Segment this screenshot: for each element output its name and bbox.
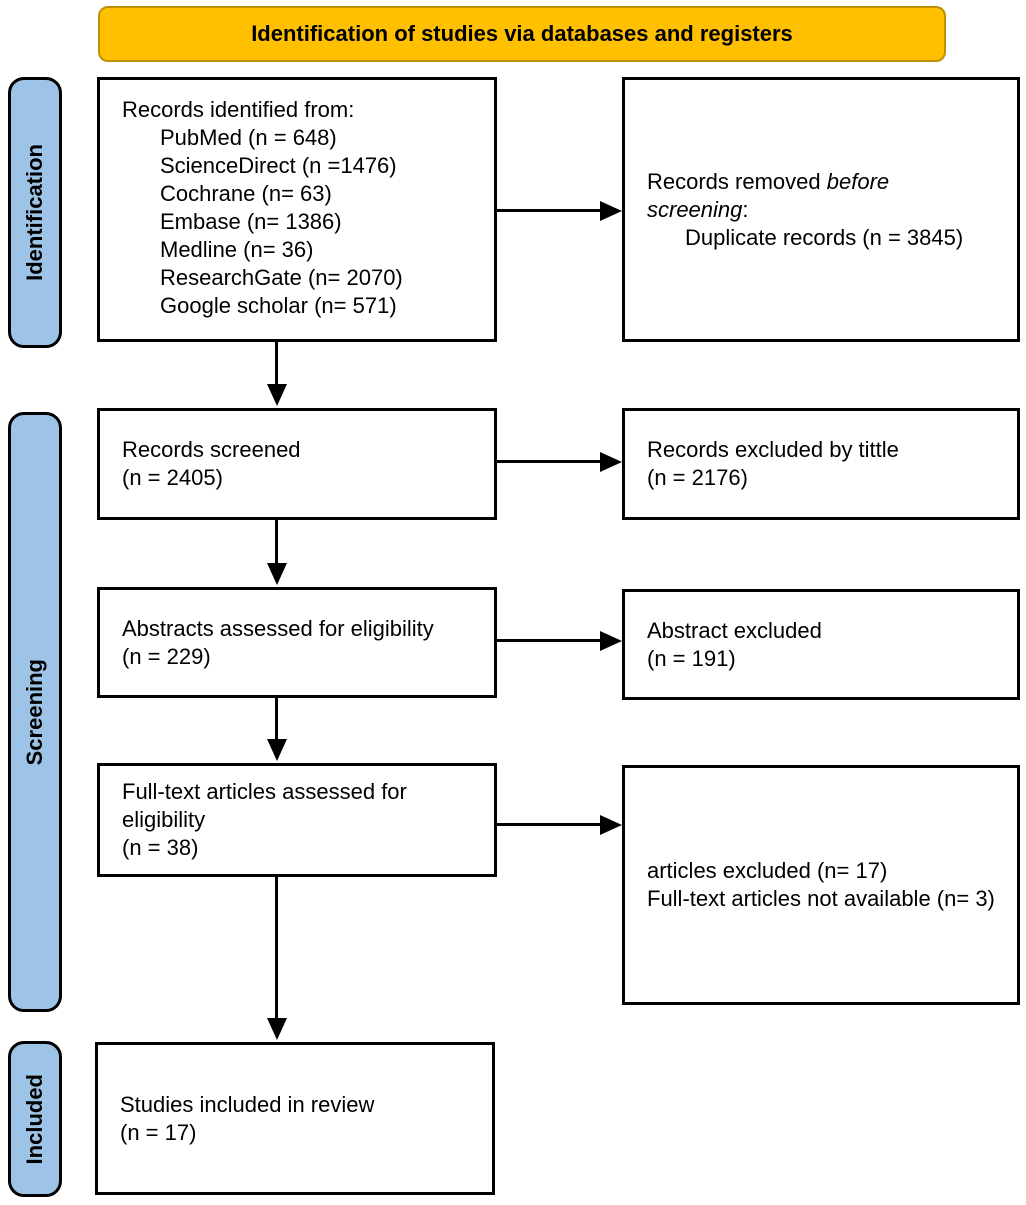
records-removed-italic2: screening xyxy=(647,196,743,222)
records-identified-item: ResearchGate (n= 2070) xyxy=(160,265,403,290)
arrow-shaft xyxy=(275,698,278,743)
records-identified-box: Records identified from: PubMed (n = 648… xyxy=(97,77,497,342)
arrow-shaft xyxy=(497,460,604,463)
records-identified-item: Google scholar (n= 571) xyxy=(160,293,397,318)
records-excluded-title-box: Records excluded by tittle (n = 2176) xyxy=(622,408,1020,520)
arrow-down-head-icon xyxy=(267,384,287,406)
abstract-excluded-text: Abstract excluded xyxy=(647,617,822,643)
records-identified-item: Embase (n= 1386) xyxy=(160,209,342,234)
arrow-down-head-icon xyxy=(267,563,287,585)
arrow-fulltext-to-excluded xyxy=(497,815,622,835)
records-identified-item: Medline (n= 36) xyxy=(160,237,314,262)
arrow-shaft xyxy=(497,823,604,826)
studies-included-count: (n = 17) xyxy=(120,1119,197,1145)
arrow-screened-to-excluded xyxy=(497,452,622,472)
records-screened-count: (n = 2405) xyxy=(122,465,223,490)
arrow-down-head-icon xyxy=(267,739,287,761)
records-screened-box: Records screened (n = 2405) xyxy=(97,408,497,520)
stage-label-screening: Screening xyxy=(8,412,62,1012)
records-identified-item: PubMed (n = 648) xyxy=(160,125,337,150)
arrow-shaft xyxy=(497,209,604,212)
abstract-excluded-box: Abstract excluded (n = 191) xyxy=(622,589,1020,700)
arrow-down-head-icon xyxy=(267,1018,287,1040)
abstract-excluded-count: (n = 191) xyxy=(647,645,736,671)
articles-excluded-box: articles excluded (n= 17) Full-text arti… xyxy=(622,765,1020,1005)
arrow-abstracts-to-excluded xyxy=(497,631,622,651)
diagram-title-banner: Identification of studies via databases … xyxy=(98,6,946,62)
records-removed-box: Records removed before screening: Duplic… xyxy=(622,77,1020,342)
arrow-shaft xyxy=(275,877,278,1022)
records-removed-colon: : xyxy=(742,196,749,222)
fulltext-assessed-text2: eligibility xyxy=(122,807,206,832)
studies-included-text: Studies included in review xyxy=(120,1091,375,1117)
records-removed-line1: Records removed before xyxy=(647,168,995,196)
arrow-screened-to-abstracts xyxy=(267,520,287,585)
stage-label-identification: Identification xyxy=(8,77,62,348)
fulltext-assessed-box: Full-text articles assessed for eligibil… xyxy=(97,763,497,877)
arrow-fulltext-to-included xyxy=(267,877,287,1040)
studies-included-box: Studies included in review (n = 17) xyxy=(95,1042,495,1195)
records-excluded-title-count: (n = 2176) xyxy=(647,465,748,490)
fulltext-assessed-text: Full-text articles assessed for xyxy=(122,779,407,804)
records-removed-italic: before xyxy=(826,168,890,194)
arrow-shaft xyxy=(275,342,278,388)
abstracts-assessed-text: Abstracts assessed for eligibility xyxy=(122,615,434,641)
articles-excluded-text: articles excluded (n= 17) xyxy=(647,858,888,883)
arrow-shaft xyxy=(275,520,278,567)
abstracts-assessed-box: Abstracts assessed for eligibility (n = … xyxy=(97,587,497,698)
arrow-identified-to-removed xyxy=(497,201,622,221)
diagram-title: Identification of studies via databases … xyxy=(251,21,793,46)
records-removed-normal: Records removed xyxy=(647,168,827,194)
arrow-identified-to-screened xyxy=(267,342,287,406)
arrow-right-head-icon xyxy=(600,815,622,835)
records-identified-item: ScienceDirect (n =1476) xyxy=(160,153,397,178)
stage-label-screening-text: Screening xyxy=(22,658,47,766)
arrow-abstracts-to-fulltext xyxy=(267,698,287,761)
records-identified-item: Cochrane (n= 63) xyxy=(160,181,332,206)
stage-label-identification-text: Identification xyxy=(22,144,47,281)
arrow-right-head-icon xyxy=(600,452,622,472)
records-removed-line2: screening: xyxy=(647,196,995,224)
records-excluded-title-text: Records excluded by tittle xyxy=(647,437,899,462)
duplicate-records-item: Duplicate records (n = 3845) xyxy=(685,224,964,250)
records-screened-text: Records screened xyxy=(122,437,301,462)
stage-label-included-text: Included xyxy=(22,1073,47,1165)
stage-label-included: Included xyxy=(8,1041,62,1197)
abstracts-assessed-count: (n = 229) xyxy=(122,643,211,669)
arrow-right-head-icon xyxy=(600,201,622,221)
arrow-right-head-icon xyxy=(600,631,622,651)
articles-not-available-text: Full-text articles not available (n= 3) xyxy=(647,886,995,911)
fulltext-assessed-count: (n = 38) xyxy=(122,835,199,860)
arrow-shaft xyxy=(497,639,604,642)
records-identified-title: Records identified from: xyxy=(122,97,355,122)
